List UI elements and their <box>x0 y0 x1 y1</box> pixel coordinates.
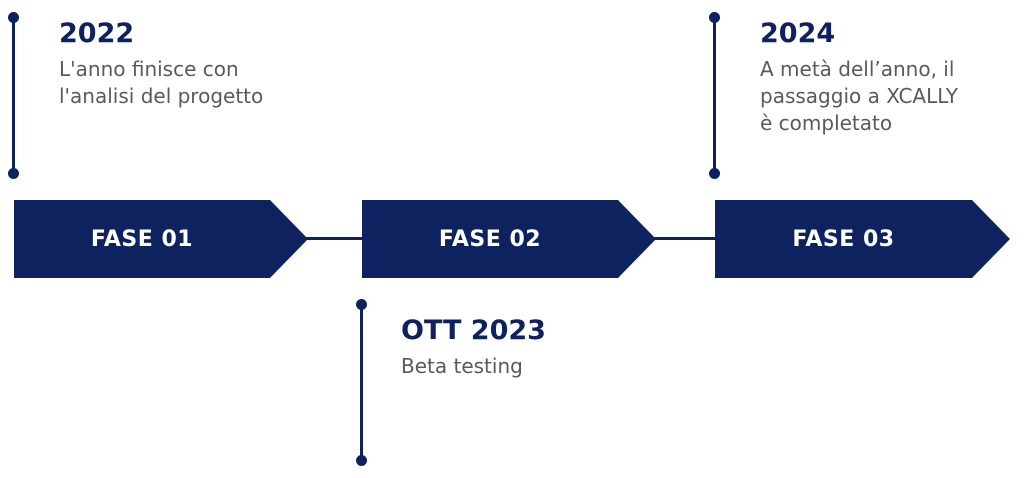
connector-line-2 <box>650 237 718 240</box>
milestone-year: 2022 <box>59 18 135 49</box>
phase-label: FASE 02 <box>438 226 542 252</box>
connector-line-1 <box>300 237 366 240</box>
milestone-description: Beta testing <box>401 354 523 378</box>
milestone-year: OTT 2023 <box>401 315 546 346</box>
milestone-marker-dot-1-bottom <box>8 168 19 179</box>
milestone-marker-dot-2-bottom <box>356 455 367 466</box>
milestone-ott-2023: OTT 2023 Beta testing <box>401 315 546 380</box>
milestone-marker-dot-3-bottom <box>709 168 720 179</box>
milestone-marker-line-3 <box>713 17 716 174</box>
phase-arrow-2: FASE 02 <box>362 200 656 278</box>
milestone-marker-dot-1-top <box>8 12 19 23</box>
phase-arrow-3: FASE 03 <box>715 200 1010 278</box>
milestone-2022: 2022 L'anno finisce con l'analisi del pr… <box>59 18 263 110</box>
phase-label: FASE 03 <box>792 226 895 252</box>
milestone-marker-dot-2-top <box>356 299 367 310</box>
milestone-year: 2024 <box>760 18 836 49</box>
milestone-marker-line-1 <box>12 17 15 174</box>
milestone-marker-line-2 <box>360 304 363 461</box>
milestone-description: L'anno finisce con l'analisi del progett… <box>59 57 264 108</box>
phase-arrow-1: FASE 01 <box>14 200 308 278</box>
milestone-marker-dot-3-top <box>709 12 720 23</box>
milestone-description: A metà dell’anno, il passaggio a XCALLY … <box>760 57 958 135</box>
phase-label: FASE 01 <box>90 226 194 252</box>
milestone-2024: 2024 A metà dell’anno, il passaggio a XC… <box>760 18 958 137</box>
